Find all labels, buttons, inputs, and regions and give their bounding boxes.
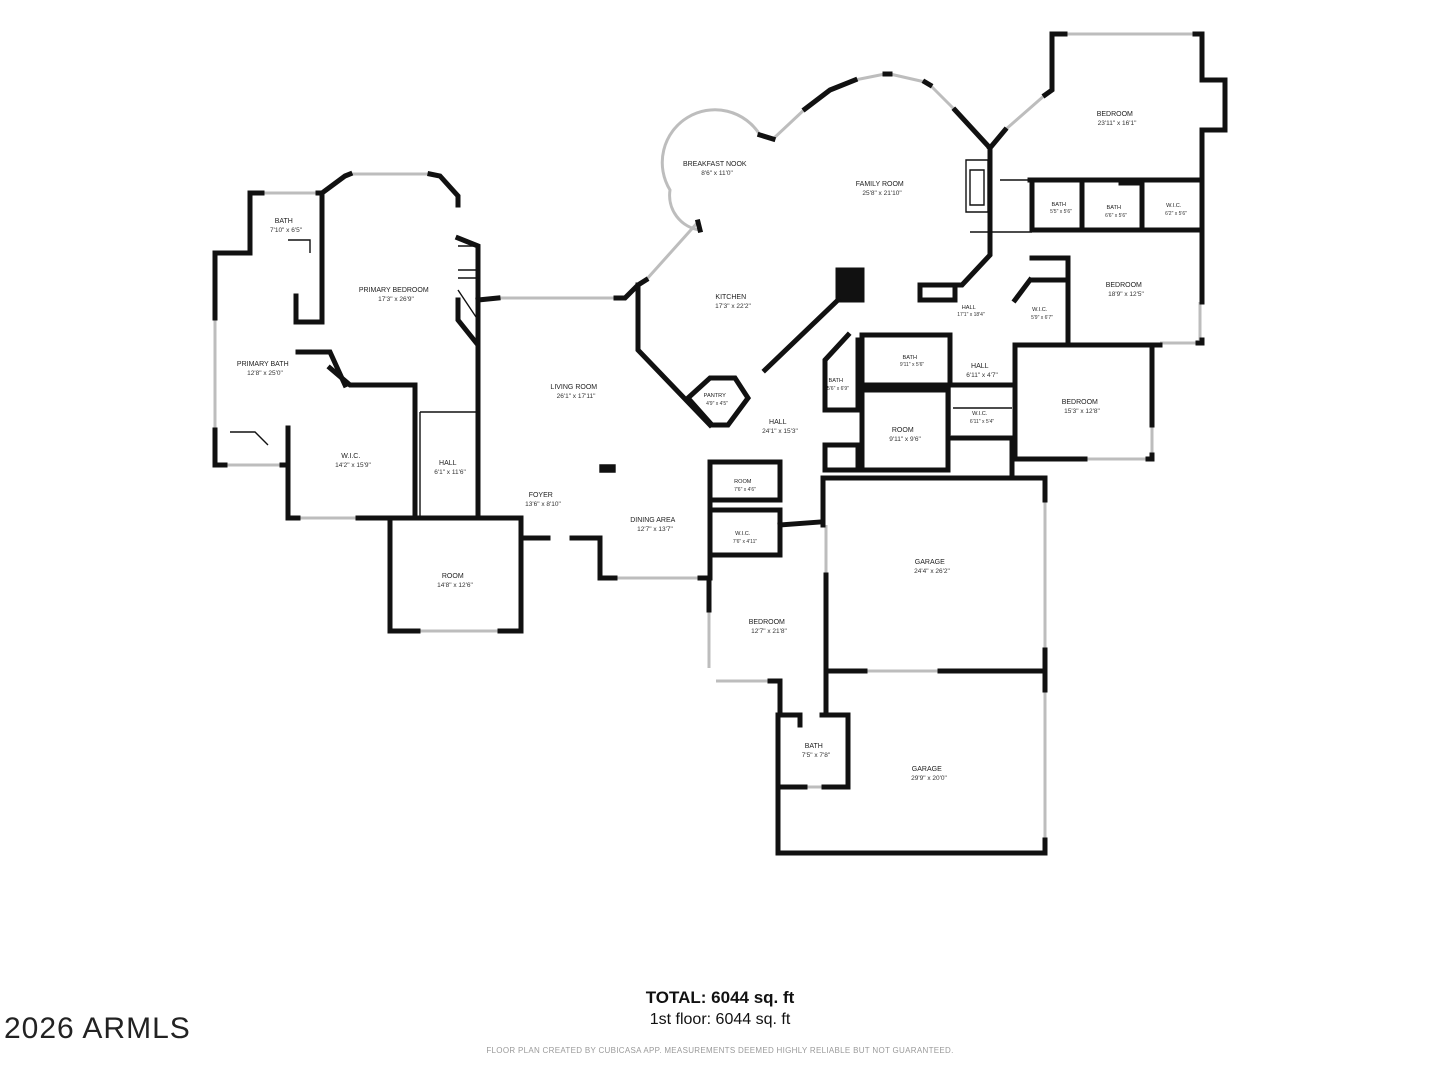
- room-label-room-2: ROOM 7'6" x 4'6": [734, 470, 756, 493]
- room-label-wic-2: W.I.C. 7'6" x 4'11": [733, 522, 757, 545]
- room-label-primary-bedroom: PRIMARY BEDROOM 17'3" x 26'9": [359, 279, 433, 303]
- room-label-hall-3: HALL 17'1" x 18'4": [957, 296, 985, 318]
- room-label-garage-2: GARAGE 29'9" x 20'0": [911, 758, 947, 782]
- room-label-bath-6: BATH 5'6" x 6'9": [827, 369, 849, 392]
- room-label-room-3: ROOM 9'11" x 9'6": [889, 419, 921, 443]
- room-label-garage-1: GARAGE 24'4" x 26'2": [914, 551, 950, 575]
- floor-area: 1st floor: 6044 sq. ft: [649, 1011, 791, 1028]
- room-label-hall-4: HALL 6'11" x 4'7": [966, 355, 998, 379]
- room-labels: BATH 7'10" x 6'5" PRIMARY BEDROOM 17'3" …: [237, 103, 1187, 782]
- room-label-wic-3: W.I.C. 6'2" x 5'6": [1165, 194, 1187, 217]
- windows: [213, 32, 1202, 854]
- room-label-bath-3: BATH 5'5" x 5'6": [1050, 193, 1072, 215]
- room-label-bath-5: BATH 9'11" x 5'6": [900, 346, 924, 368]
- room-label-family-room: FAMILY ROOM 25'8" x 21'10": [856, 173, 908, 197]
- room-label-room-1: ROOM 14'8" x 12'6": [437, 565, 473, 589]
- room-label-bedroom-4: BEDROOM 15'3" x 12'8": [1062, 391, 1103, 415]
- room-label-bedroom-3: BEDROOM 18'9" x 12'5": [1106, 274, 1147, 298]
- total-area: TOTAL: 6044 sq. ft: [645, 988, 795, 1007]
- room-label-wic-1: W.I.C. 14'2" x 15'9": [335, 445, 371, 469]
- room-label-primary-bath: PRIMARY BATH 12'8" x 25'0": [237, 353, 293, 377]
- walls: [212, 31, 1228, 856]
- room-label-bath-1: BATH 7'10" x 6'5": [270, 210, 303, 234]
- room-label-bedroom-2: BEDROOM 23'11" x 16'1": [1097, 103, 1138, 127]
- room-label-pantry: PANTRY 4'9" x 4'5": [704, 384, 731, 407]
- room-label-wic-5: W.I.C. 6'11" x 5'4": [970, 402, 994, 425]
- room-label-bath-2: BATH 7'5" x 7'8": [802, 735, 831, 759]
- disclaimer-text: FLOOR PLAN CREATED BY CUBICASA APP. MEAS…: [486, 1046, 954, 1055]
- fixtures: [230, 179, 1032, 518]
- room-label-bath-4: BATH 6'6" x 5'6": [1105, 196, 1127, 219]
- room-label-kitchen: KITCHEN 17'3" x 22'2": [715, 286, 751, 310]
- room-label-hall-1: HALL 6'1" x 11'6": [434, 452, 466, 476]
- room-label-breakfast-nook: BREAKFAST NOOK 8'6" x 11'0": [683, 153, 751, 177]
- room-label-foyer: FOYER 13'6" x 8'10": [525, 484, 561, 508]
- copyright-watermark: 2026 ARMLS: [4, 1012, 191, 1045]
- room-label-hall-2: HALL 24'1" x 15'3": [762, 411, 798, 435]
- room-label-dining-area: DINING AREA 12'7" x 13'7": [630, 509, 680, 533]
- room-label-bedroom-1: BEDROOM 12'7" x 21'8": [749, 611, 790, 635]
- room-label-wic-4: W.I.C. 5'9" x 6'7": [1031, 298, 1053, 321]
- room-label-living-room: LIVING ROOM 26'1" x 17'11": [550, 376, 601, 400]
